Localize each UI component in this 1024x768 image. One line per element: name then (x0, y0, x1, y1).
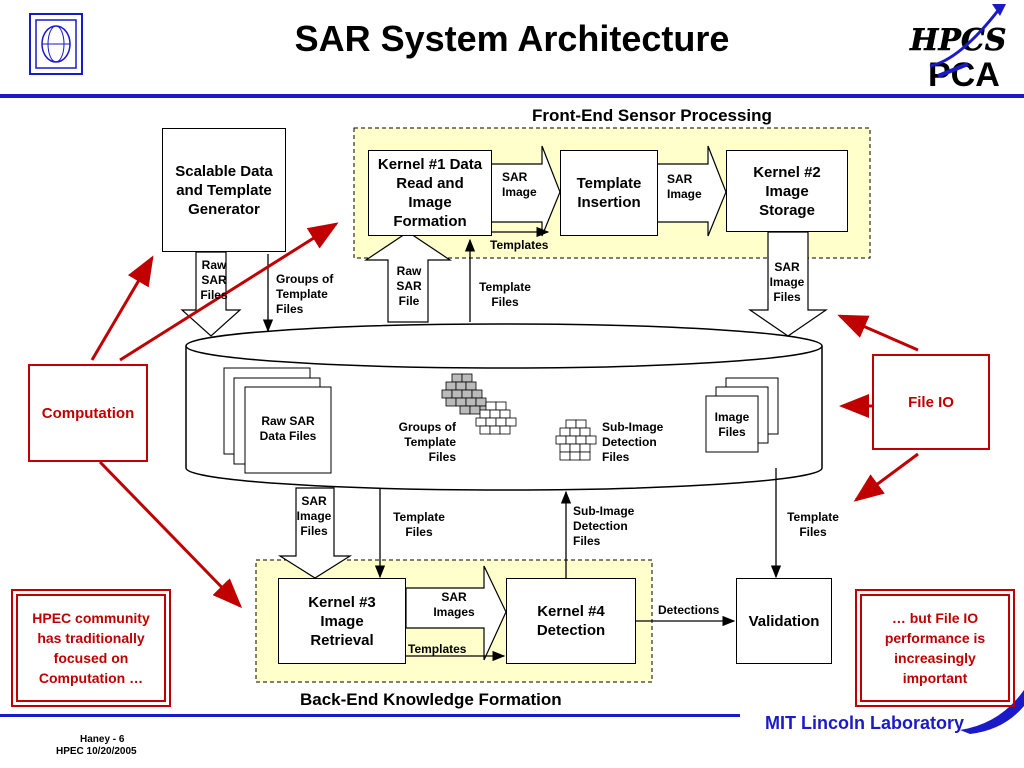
templates-top-label: Templates (490, 238, 549, 252)
kernel2-box: Kernel #2 Image Storage (726, 150, 848, 232)
sub-image-grid-icon (555, 419, 597, 461)
sar-image-2-arrow (655, 145, 727, 237)
sub-image-detection-files-label: Sub-Image Detection Files (602, 420, 664, 464)
groups-of-template-files-label: Groups of Template Files (276, 272, 334, 316)
detections-label: Detections (658, 603, 720, 617)
storage-groups-template-label: Groups of Template Files (398, 420, 456, 464)
sar-image-files-top-label: SAR Image Files (769, 260, 805, 304)
image-files-label: Image Files (714, 410, 750, 439)
sar-images-label: SAR Images (433, 590, 475, 619)
sar-image-2-label: SAR Image (667, 172, 702, 201)
lincoln-logo-icon (29, 13, 83, 75)
sar-image-files-top-arrow (748, 231, 828, 337)
template-grid-2-icon (475, 401, 517, 435)
computation-to-front-end-arrow (119, 222, 339, 362)
footer-rule (0, 714, 740, 717)
kernel1-box: Kernel #1 Data Read and Image Formation (368, 150, 492, 236)
generator-box: Scalable Data and Template Generator (162, 128, 286, 252)
template-files-right-label: Template Files (787, 510, 839, 539)
file-io-callout: File IO (872, 354, 990, 450)
image-files-docs-icon (705, 377, 779, 453)
sar-image-files-bottom-label: SAR Image Files (296, 494, 332, 538)
hpcs-pca-logo-icon: HPCS PCA (909, 4, 1007, 94)
raw-sar-file-label: Raw SAR File (396, 264, 422, 308)
sar-image-1-arrow (489, 145, 561, 237)
mit-lincoln-lab-label: MIT Lincoln Laboratory (764, 713, 964, 733)
back-end-section-label: Back-End Knowledge Formation (300, 690, 562, 709)
page-title: SAR System Architecture (294, 18, 730, 59)
raw-sar-file-arrow (364, 231, 452, 323)
raw-sar-data-files-label: Raw SAR Data Files (259, 414, 317, 443)
raw-sar-docs-icon (223, 367, 332, 474)
template-files-bottom-label: Template Files (393, 510, 445, 539)
raw-sar-files-label: Raw SAR Files (200, 258, 228, 302)
svg-text:HPCS: HPCS (909, 23, 1006, 58)
computation-to-generator-arrow (90, 255, 154, 361)
header-rule (0, 94, 1024, 98)
computation-to-back-end-arrow (98, 460, 243, 609)
footer-date: HPEC 10/20/2005 (56, 746, 137, 757)
footer-swoosh-icon (960, 690, 1024, 734)
sub-image-detection-files-bottom-label: Sub-Image Detection Files (573, 504, 635, 548)
templates-bottom-label: Templates (408, 642, 467, 656)
front-end-section-label: Front-End Sensor Processing (532, 106, 772, 125)
footer-slide-number: Haney - 6 (80, 734, 125, 745)
validation-box: Validation (736, 578, 832, 664)
sar-images-arrow (405, 565, 507, 661)
template-insertion-box: Template Insertion (560, 150, 658, 236)
kernel4-box: Kernel #4 Detection (506, 578, 636, 664)
file-io-to-top-arrow (837, 314, 919, 352)
raw-sar-files-arrow (180, 251, 242, 337)
file-io-to-bottom-arrow (853, 452, 919, 502)
computation-callout: Computation (28, 364, 148, 462)
template-files-top-label: Template Files (479, 280, 531, 309)
kernel3-box: Kernel #3 Image Retrieval (278, 578, 406, 664)
sar-image-1-label: SAR Image (502, 170, 537, 199)
hpec-community-callout: HPEC community has traditionally focused… (11, 589, 171, 707)
sar-image-files-bottom-arrow (277, 487, 353, 579)
but-file-io-callout: … but File IO performance is increasingl… (855, 589, 1015, 707)
